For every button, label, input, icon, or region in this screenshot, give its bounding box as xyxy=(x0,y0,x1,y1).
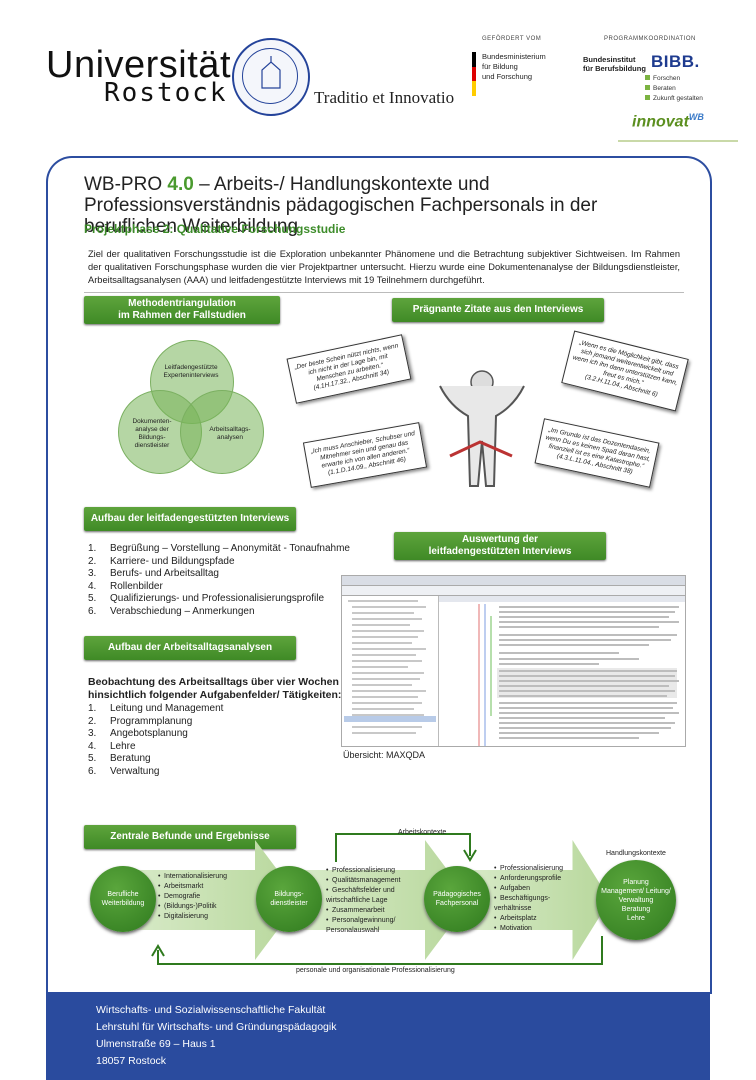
list-item: •Anforderungsprofile xyxy=(494,875,562,882)
arbeitskontexte-label: Arbeitskontexte xyxy=(398,829,447,836)
list-item: •Geschäftsfelder und wirtschaftliche Lag… xyxy=(326,887,395,904)
bibb-taglines: Forschen Beraten Zukunft gestalten xyxy=(645,74,703,104)
alltag-list: 1.Leitung und Management 2.Programmplanu… xyxy=(88,703,223,778)
venn-label-workday-analysis: Arbeitsalltags-analysen xyxy=(209,426,251,441)
funded-by-caption: GEFÖRDERT VOM xyxy=(482,36,542,42)
list-item: •Professionalisierung xyxy=(494,865,564,872)
list-item: 4.Lehre xyxy=(88,740,136,752)
list-item: 3.Angebotsplanung xyxy=(88,728,188,739)
poster-title: WB-PRO 4.0 – Arbeits-/ Handlungskontexte… xyxy=(84,174,598,237)
findings-heading: Zentrale Befunde und Ergebnisse xyxy=(84,825,296,849)
list-item: •Beschäftigungs-verhältnisse xyxy=(494,895,551,912)
bibb-logo: BIBB. xyxy=(651,52,700,71)
findings-list-1: •Internationalisierung •Arbeitsmarkt •De… xyxy=(158,872,227,922)
list-item: •Professionalisierung xyxy=(326,867,396,874)
interview-structure-list: 1.Begrüßung – Vorstellung – Anonymität -… xyxy=(88,543,350,618)
list-item: 5.Qualifizierungs- und Professionalisier… xyxy=(88,593,324,604)
list-item: •Demografie xyxy=(158,893,201,900)
university-city: Rostock xyxy=(104,78,228,108)
list-item: 2.Programmplanung xyxy=(88,715,193,727)
list-item: 1.Begrüßung – Vorstellung – Anonymität -… xyxy=(88,543,350,554)
maxqda-caption: Übersicht: MAXQDA xyxy=(343,750,426,760)
footer-bar xyxy=(46,992,710,1080)
bibb-title: Bundesinstitut für Berufsbildung xyxy=(583,55,646,73)
list-item: 6.Verwaltung xyxy=(88,765,160,777)
list-item: •(Bildungs-)Politik xyxy=(158,903,217,910)
venn-label-interviews: Leitfadengestützte Experteninterviews xyxy=(163,364,219,379)
maxqda-screenshot xyxy=(341,575,686,747)
maxqda-toolbar xyxy=(342,586,685,596)
logo-divider xyxy=(618,140,738,142)
list-item: •Aufgaben xyxy=(494,885,530,892)
list-item: •Qualitätsmanagement xyxy=(326,877,401,884)
list-item: •Zusammenarbeit xyxy=(326,907,385,914)
list-item: •Motivation xyxy=(494,925,532,932)
footer-address: Wirtschafts- und Sozialwissenschaftliche… xyxy=(96,1004,337,1067)
maxqda-titlebar xyxy=(342,576,685,586)
circle-paedagogisches-fachpersonal: Pädagogisches Fachpersonal xyxy=(424,866,490,932)
maxqda-code-tree xyxy=(342,596,439,746)
circle-handlungskontexte: Planung Management/ Leitung/ Verwaltung … xyxy=(596,860,676,940)
list-item: •Arbeitsmarkt xyxy=(158,883,204,890)
list-item: 3.Berufs- und Arbeitsalltag xyxy=(88,568,219,579)
list-item: 5.Beratung xyxy=(88,753,151,764)
handlungskontexte-label: Handlungskontexte xyxy=(606,850,666,857)
intro-paragraph: Ziel der qualitativen Forschungsstudie i… xyxy=(88,249,680,285)
list-item: •Digitalisierung xyxy=(158,913,208,920)
circle-berufliche-weiterbildung: Berufliche Weiterbildung xyxy=(90,866,156,932)
university-name: Universität xyxy=(46,44,231,86)
interview-structure-heading: Aufbau der leitfadengestützten Interview… xyxy=(84,507,296,531)
professionalization-label: personale und organisationale Profession… xyxy=(296,967,455,974)
divider xyxy=(84,292,684,293)
alltag-structure-heading: Aufbau der Arbeitsalltagsanalysen xyxy=(84,636,296,660)
venn-label-document-analysis: Dokumenten-analyse der Bildungs-dienstle… xyxy=(132,418,172,449)
university-motto: Traditio et Innovatio xyxy=(314,88,455,107)
findings-list-2: •Professionalisierung •Qualitätsmanageme… xyxy=(326,866,426,936)
maxqda-document-browser xyxy=(439,596,685,746)
list-item: •Arbeitsplatz xyxy=(494,915,537,922)
circle-bildungsdienstleister: Bildungs-dienstleister xyxy=(256,866,322,932)
innovat-wb-logo: innovatWB xyxy=(632,112,704,131)
list-item: •Internationalisierung xyxy=(158,873,228,880)
list-item: 4.Rollenbilder xyxy=(88,580,163,592)
cycle-arrows xyxy=(151,833,603,965)
university-seal-icon xyxy=(232,38,310,116)
venn-circle-right xyxy=(180,390,264,474)
quotes-heading: Prägnante Zitate aus den Interviews xyxy=(392,298,604,322)
program-coordination-caption: PROGRAMMKOORDINATION xyxy=(604,36,696,42)
list-item: 1.Leitung und Management xyxy=(88,703,224,714)
findings-list-3: •Professionalisierung •Anforderungsprofi… xyxy=(494,864,590,934)
alltag-description: Beobachtung des Arbeitsalltags über vier… xyxy=(88,676,342,701)
poster-frame xyxy=(46,156,712,994)
list-item: 6.Verabschiedung – Anmerkungen xyxy=(88,605,255,617)
bmbf-logo-text: Bundesministerium für Bildung und Forsch… xyxy=(482,52,546,81)
german-eagle-flag-icon xyxy=(472,52,476,96)
poster-subtitle: Projektphase 2: Qualitative Forschungsst… xyxy=(84,222,346,236)
list-item: 2.Karriere- und Bildungspfade xyxy=(88,555,235,567)
list-item: •Personalgewinnung/ Personalauswahl xyxy=(326,917,396,934)
cheering-person-icon xyxy=(439,370,525,487)
